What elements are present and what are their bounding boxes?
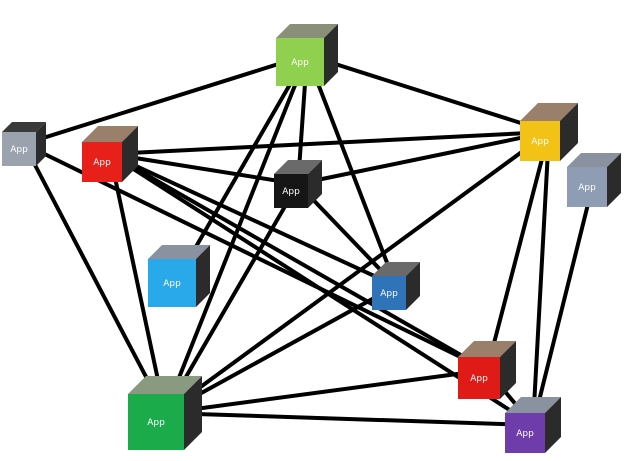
- cube-front-face: [458, 357, 500, 399]
- link-line: [108, 130, 551, 156]
- app-cube-right-gray[interactable]: App: [567, 153, 621, 207]
- cube-label: App: [93, 158, 111, 168]
- link-line: [108, 152, 167, 415]
- cube-front-face: [82, 142, 122, 182]
- cube-side-face: [545, 397, 561, 453]
- app-cube-left-gray[interactable]: App: [2, 122, 46, 166]
- cube-label: App: [147, 418, 165, 428]
- app-cube-mid-blue[interactable]: App: [372, 262, 420, 310]
- app-cube-left-red[interactable]: App: [82, 126, 138, 182]
- cube-front-face: [372, 276, 406, 310]
- cube-top-face: [82, 126, 138, 142]
- cube-top-face: [567, 153, 621, 167]
- link-line: [163, 411, 535, 427]
- cube-side-face: [196, 245, 210, 307]
- cube-front-face: [276, 38, 324, 86]
- link-line: [163, 182, 300, 415]
- app-cube-mid-lightblue[interactable]: App: [148, 245, 210, 307]
- link-line: [305, 53, 398, 288]
- cube-front-face: [274, 174, 308, 208]
- app-cube-center-black[interactable]: App: [274, 160, 322, 208]
- cube-top-face: [148, 245, 210, 259]
- cube-top-face: [458, 341, 516, 357]
- link-line: [22, 53, 309, 146]
- cube-label: App: [163, 279, 181, 289]
- app-cube-lower-red[interactable]: App: [458, 341, 516, 399]
- cube-label: App: [10, 145, 28, 155]
- link-line: [163, 368, 489, 415]
- cube-side-face: [607, 153, 621, 207]
- link-line: [163, 284, 398, 415]
- cube-front-face: [567, 167, 607, 207]
- cube-top-face: [520, 103, 578, 121]
- cube-label: App: [578, 183, 596, 193]
- cube-front-face: [520, 121, 560, 161]
- app-cube-bottom-green[interactable]: App: [128, 376, 202, 450]
- cube-top-face: [276, 24, 338, 38]
- cube-top-face: [2, 122, 46, 132]
- cube-side-face: [500, 341, 516, 399]
- cube-top-face: [505, 397, 561, 413]
- cube-label: App: [531, 137, 549, 147]
- cube-side-face: [184, 376, 202, 450]
- cube-top-face: [274, 160, 322, 174]
- cube-side-face: [36, 122, 46, 166]
- link-line: [296, 130, 551, 186]
- link-line: [531, 130, 551, 427]
- cube-front-face: [128, 394, 184, 450]
- cube-side-face: [324, 24, 338, 86]
- cube-front-face: [2, 132, 36, 166]
- link-line: [108, 152, 398, 288]
- cube-side-face: [406, 262, 420, 310]
- cube-label: App: [516, 429, 534, 439]
- cube-front-face: [148, 259, 196, 307]
- link-line: [531, 178, 596, 427]
- link-line: [177, 53, 309, 278]
- cube-side-face: [560, 103, 578, 161]
- link-line: [108, 152, 300, 186]
- cube-label: App: [470, 374, 488, 384]
- cube-label: App: [282, 187, 300, 197]
- link-line: [163, 130, 551, 415]
- link-line: [108, 152, 489, 372]
- cube-label: App: [291, 58, 309, 68]
- cube-front-face: [505, 413, 545, 453]
- app-cube-top[interactable]: App: [276, 24, 338, 86]
- link-line: [485, 130, 551, 372]
- cube-side-face: [122, 126, 138, 182]
- cube-label: App: [380, 289, 398, 299]
- link-line: [22, 142, 167, 415]
- app-cube-bottom-purple[interactable]: App: [505, 397, 561, 453]
- cube-top-face: [372, 262, 420, 276]
- link-line: [305, 53, 551, 134]
- cube-top-face: [128, 376, 202, 394]
- app-cube-right-yellow[interactable]: App: [520, 103, 578, 161]
- cube-side-face: [308, 160, 322, 208]
